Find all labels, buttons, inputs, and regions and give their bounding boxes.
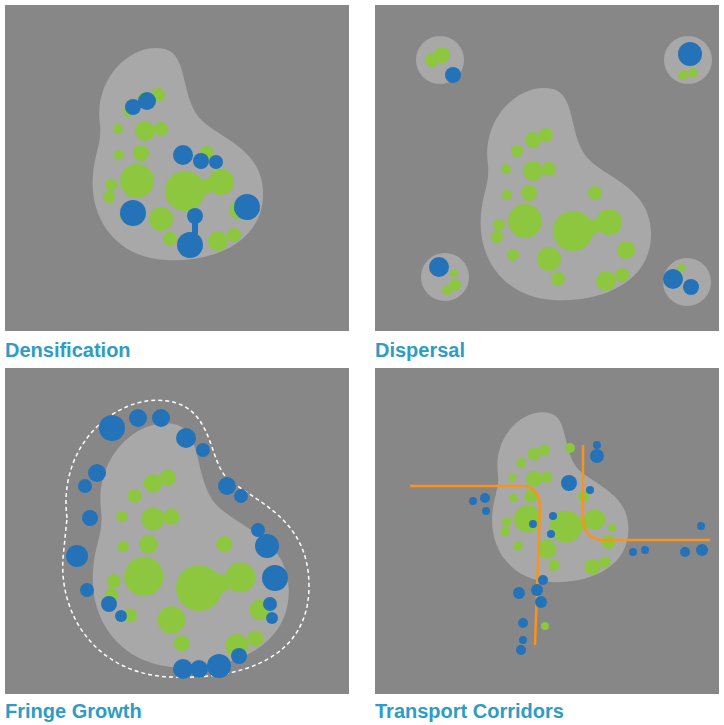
scenario-panel: Densification (5, 5, 349, 362)
scenario-panel: Transport Corridors (375, 368, 719, 723)
scenario-panel: Fringe Growth (5, 368, 349, 723)
scenario-caption: Dispersal (375, 338, 465, 362)
fringe-growth-panel (5, 368, 349, 694)
scenario-panel: Dispersal (375, 5, 719, 362)
transport-corridors-panel (375, 368, 719, 694)
dispersal-panel (375, 5, 719, 331)
scenario-caption: Densification (5, 338, 131, 362)
scenario-caption: Transport Corridors (375, 699, 564, 723)
densification-panel (5, 5, 349, 331)
scenario-caption: Fringe Growth (5, 699, 142, 723)
